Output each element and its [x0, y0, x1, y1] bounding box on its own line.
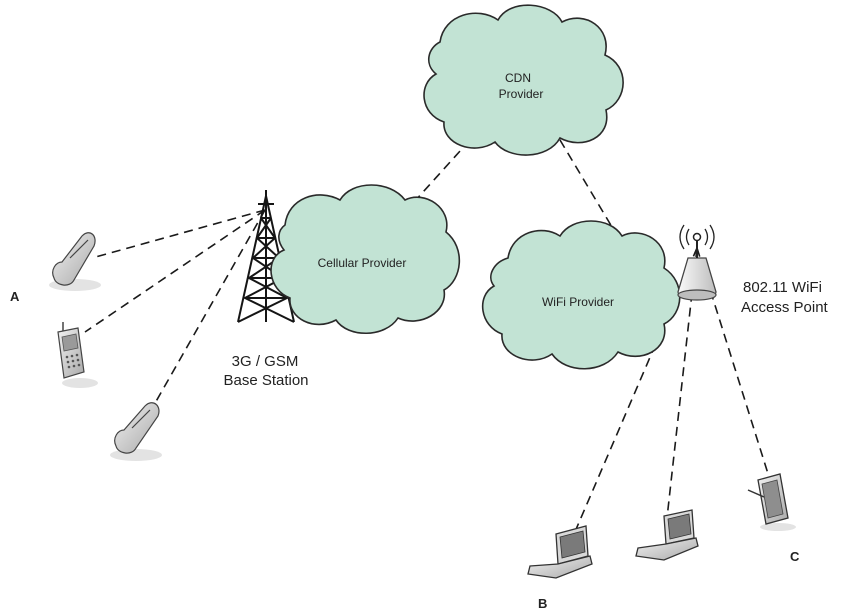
laptop-icon — [635, 509, 699, 561]
cdn-label-line2: Provider — [499, 87, 544, 101]
cdn-label-line1: CDN — [505, 71, 531, 85]
access-point-label-line2: Access Point — [741, 299, 829, 316]
base-station-label-line1: 3G / GSM — [232, 353, 299, 370]
cellular-provider-cloud-icon — [270, 184, 461, 335]
tablet-icon — [747, 473, 796, 531]
mobile-phone-icon — [57, 322, 98, 388]
wifi-provider-cloud-icon — [481, 220, 681, 370]
laptop-icon — [527, 525, 593, 579]
flip-phone-icon — [110, 402, 162, 461]
wifi-provider-label: WiFi Provider — [542, 295, 614, 309]
group-b-label: B — [538, 596, 547, 611]
flip-phone-icon — [49, 232, 101, 291]
cdn-provider-cloud-icon — [423, 4, 624, 156]
link-cdn-wifi — [559, 139, 616, 233]
link-tower-phone-bottom — [149, 209, 266, 413]
link-ap-tablet — [696, 247, 771, 481]
access-point-label-line1: 802.11 WiFi — [743, 279, 822, 296]
group-c-label: C — [790, 549, 800, 564]
link-tower-phone-top — [91, 209, 266, 259]
group-a-label: A — [10, 289, 20, 304]
base-station-label-line2: Base Station — [223, 372, 308, 389]
link-tower-phone-mid — [84, 209, 266, 333]
link-ap-laptop-left — [567, 247, 698, 549]
cellular-provider-label: Cellular Provider — [318, 256, 407, 270]
wifi-access-point-icon — [677, 224, 717, 301]
